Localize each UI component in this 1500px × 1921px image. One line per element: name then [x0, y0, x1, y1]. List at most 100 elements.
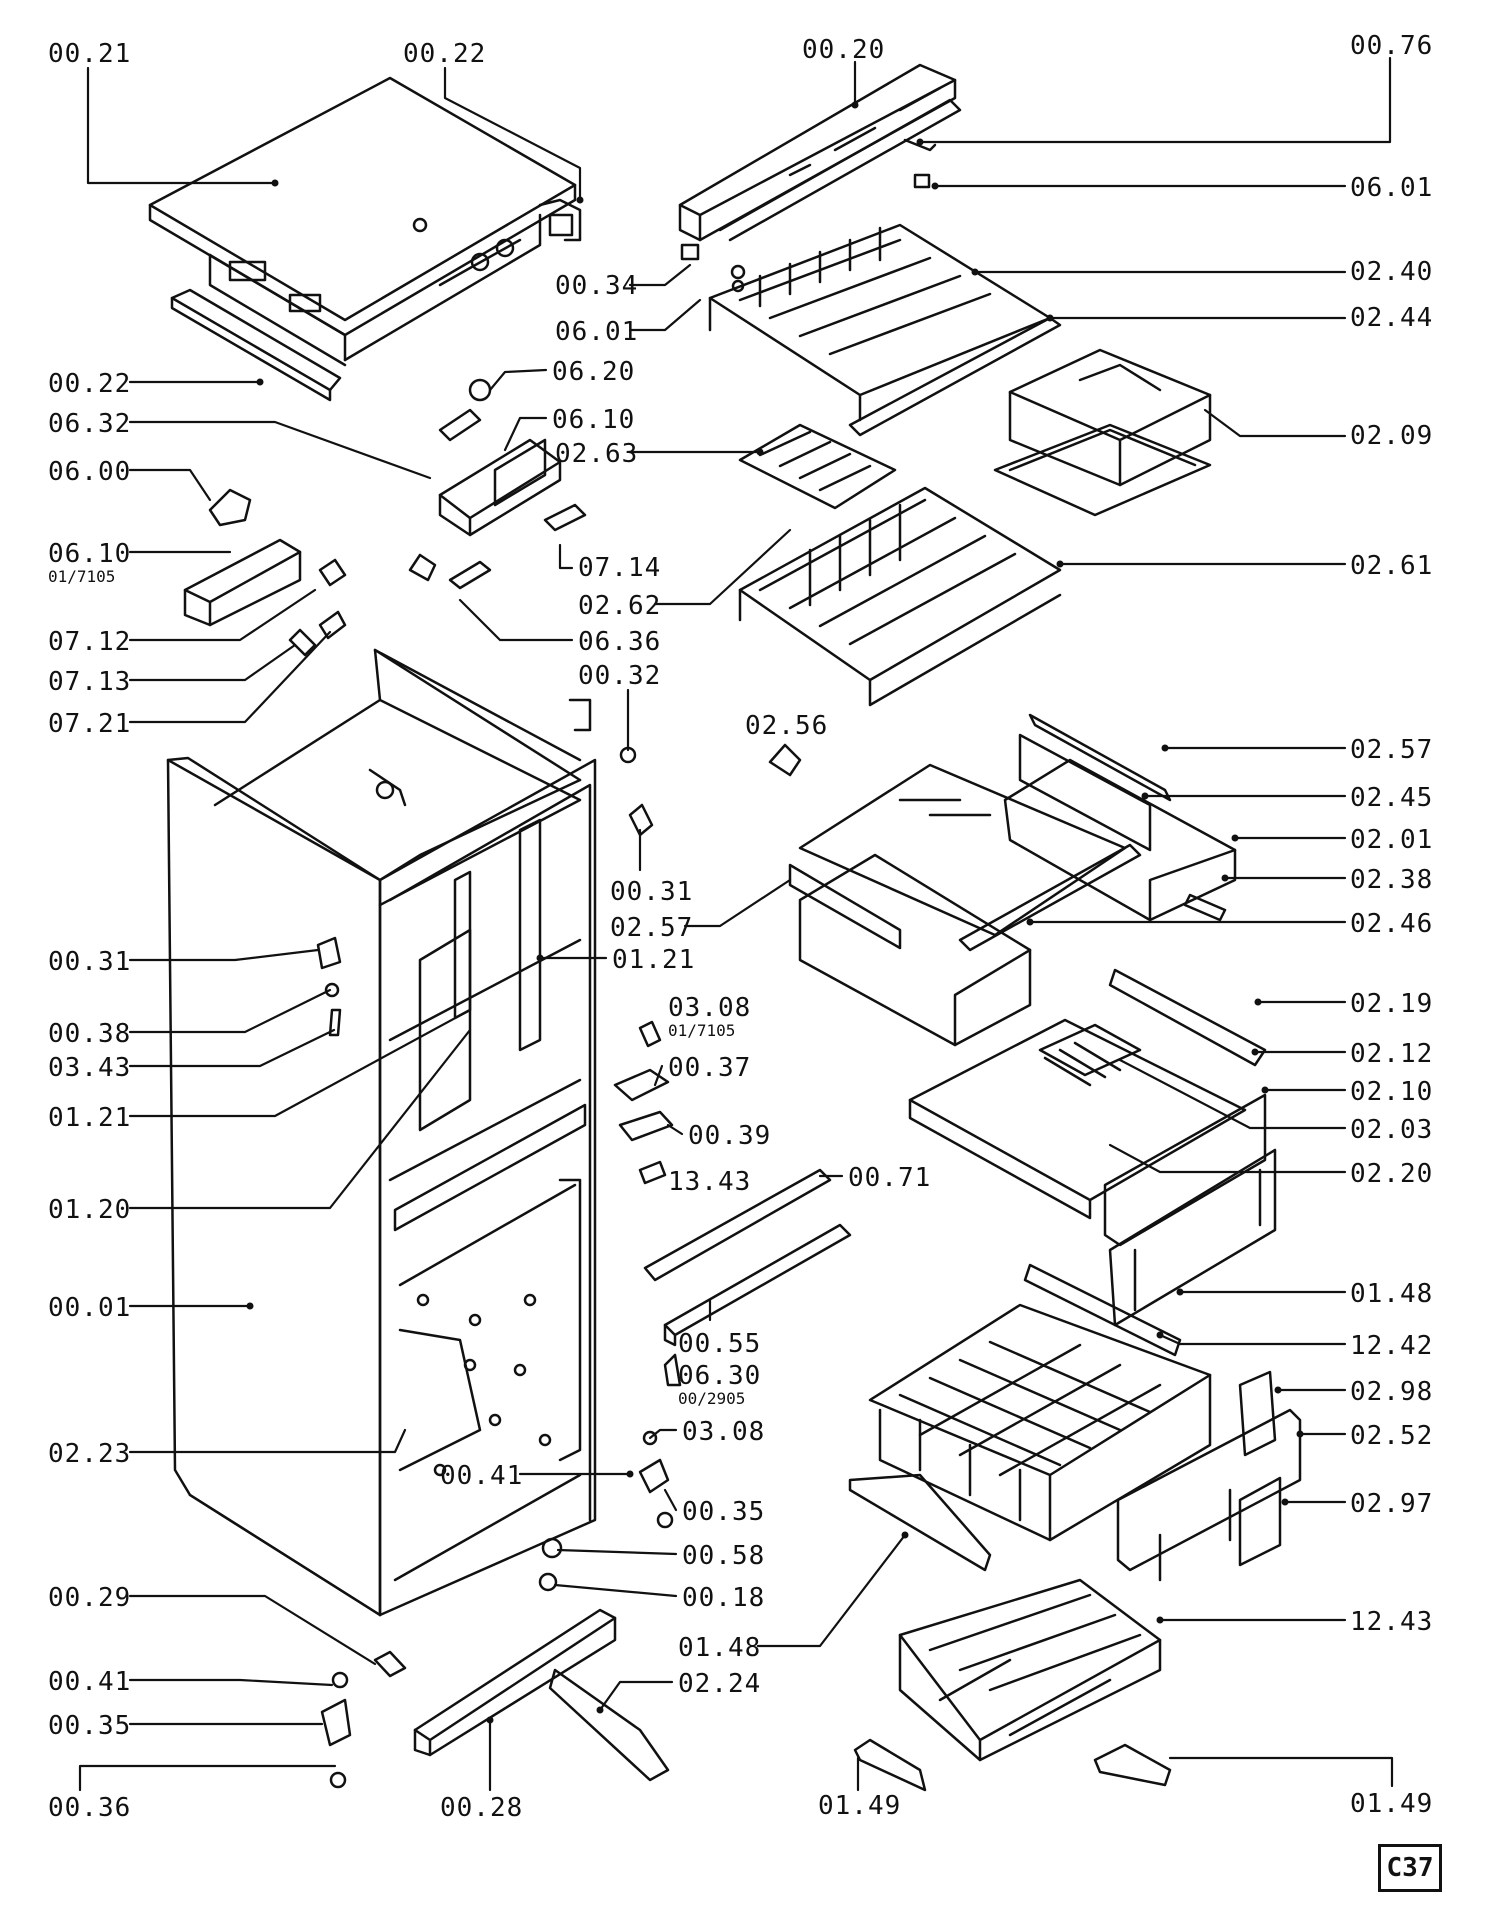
part-label: 01.21 — [612, 946, 695, 974]
part-label: 01.49 — [818, 1792, 901, 1820]
cabinet-drawing — [166, 648, 597, 1617]
part-label: 07.14 — [578, 554, 661, 582]
part-number: 00.31 — [48, 947, 132, 977]
part-number: 00.20 — [802, 35, 886, 65]
part-number: 06.32 — [48, 409, 132, 439]
part-number: 06.01 — [555, 317, 639, 347]
part-number: 00.37 — [668, 1053, 752, 1083]
part-label: 02.40 — [1350, 258, 1433, 286]
part-number: 02.40 — [1350, 257, 1434, 287]
part-label: 02.45 — [1350, 784, 1433, 812]
part-number: 01.48 — [678, 1633, 762, 1663]
part-label: 00.36 — [48, 1794, 131, 1822]
part-number: 00.35 — [48, 1711, 132, 1741]
part-label: 00.18 — [682, 1584, 765, 1612]
part-number: 01.21 — [48, 1103, 132, 1133]
part-label: 00.38 — [48, 1020, 131, 1048]
part-label: 06.01 — [555, 318, 638, 346]
part-number: 03.43 — [48, 1053, 132, 1083]
part-number: 00.22 — [403, 39, 487, 69]
part-label: 13.43 — [668, 1168, 751, 1196]
part-label: 00.22 — [403, 40, 486, 68]
part-number: 02.20 — [1350, 1159, 1434, 1189]
leader-lines — [78, 56, 1394, 1792]
part-subcode: 01/7105 — [668, 1021, 736, 1040]
part-number: 00.34 — [555, 271, 639, 301]
part-number: 06.36 — [578, 627, 662, 657]
part-label: 02.52 — [1350, 1422, 1433, 1450]
part-number: 02.44 — [1350, 303, 1434, 333]
part-number: 12.43 — [1350, 1607, 1434, 1637]
part-label: 01.48 — [678, 1634, 761, 1662]
leader-dots — [246, 101, 1304, 1724]
part-subcode: 00/2905 — [678, 1389, 746, 1408]
part-label: 01.49 — [1350, 1790, 1433, 1818]
part-label: 00.41 — [440, 1462, 523, 1490]
part-label: 02.97 — [1350, 1490, 1433, 1518]
part-number: 00.76 — [1350, 31, 1434, 61]
part-number: 07.21 — [48, 709, 132, 739]
part-label: 03.08 — [682, 1418, 765, 1446]
top-cover-drawing — [148, 76, 582, 367]
part-label: 00.32 — [578, 662, 661, 690]
part-number: 02.19 — [1350, 989, 1434, 1019]
part-label: 07.13 — [48, 668, 131, 696]
part-number: 01.49 — [818, 1791, 902, 1821]
part-number: 02.03 — [1350, 1115, 1434, 1145]
part-label: 02.38 — [1350, 866, 1433, 894]
part-number: 06.30 — [678, 1361, 762, 1391]
part-label: 02.46 — [1350, 910, 1433, 938]
part-label: 00.55 — [678, 1330, 761, 1358]
part-label: 06.10 — [552, 406, 635, 434]
part-label: 06.20 — [552, 358, 635, 386]
part-number: 02.56 — [745, 711, 829, 741]
part-number: 00.55 — [678, 1329, 762, 1359]
part-label: 02.03 — [1350, 1116, 1433, 1144]
part-number: 00.21 — [48, 39, 132, 69]
part-number: 00.38 — [48, 1019, 132, 1049]
part-number: 00.32 — [578, 661, 662, 691]
part-number: 00.29 — [48, 1583, 132, 1613]
part-label: 02.57 — [610, 914, 693, 942]
part-number: 06.10 — [552, 405, 636, 435]
part-number: 00.28 — [440, 1793, 524, 1823]
part-label: 00.31 — [610, 878, 693, 906]
part-label: 00.58 — [682, 1542, 765, 1570]
part-number: 00.18 — [682, 1583, 766, 1613]
part-label: 01.48 — [1350, 1280, 1433, 1308]
part-number: 00.39 — [688, 1121, 772, 1151]
part-label: 02.56 — [745, 712, 828, 740]
part-label: 06.01 — [1350, 174, 1433, 202]
part-number: 02.24 — [678, 1669, 762, 1699]
part-number: 06.20 — [552, 357, 636, 387]
part-number: 13.43 — [668, 1167, 752, 1197]
part-number: 02.57 — [610, 913, 694, 943]
part-label: 02.10 — [1350, 1078, 1433, 1106]
part-label: 01.20 — [48, 1196, 131, 1224]
part-number: 02.01 — [1350, 825, 1434, 855]
part-number: 02.57 — [1350, 735, 1434, 765]
part-number: 00.41 — [440, 1461, 524, 1491]
part-number: 07.14 — [578, 553, 662, 583]
part-label: 00.71 — [848, 1164, 931, 1192]
part-label: 00.01 — [48, 1294, 131, 1322]
wire-shelf-upper — [708, 223, 1052, 422]
part-label: 06.32 — [48, 410, 131, 438]
part-number: 02.09 — [1350, 421, 1434, 451]
part-number: 06.10 — [48, 539, 132, 569]
part-number: 00.71 — [848, 1163, 932, 1193]
part-label: 00.28 — [440, 1794, 523, 1822]
part-number: 01.21 — [612, 945, 696, 975]
part-label: 02.44 — [1350, 304, 1433, 332]
part-number: 06.00 — [48, 457, 132, 487]
part-number: 06.01 — [1350, 173, 1434, 203]
part-label: 02.12 — [1350, 1040, 1433, 1068]
part-label: 07.12 — [48, 628, 131, 656]
part-label: 00.76 — [1350, 32, 1433, 60]
part-label: 02.63 — [555, 440, 638, 468]
part-label: 02.98 — [1350, 1378, 1433, 1406]
part-number: 02.46 — [1350, 909, 1434, 939]
